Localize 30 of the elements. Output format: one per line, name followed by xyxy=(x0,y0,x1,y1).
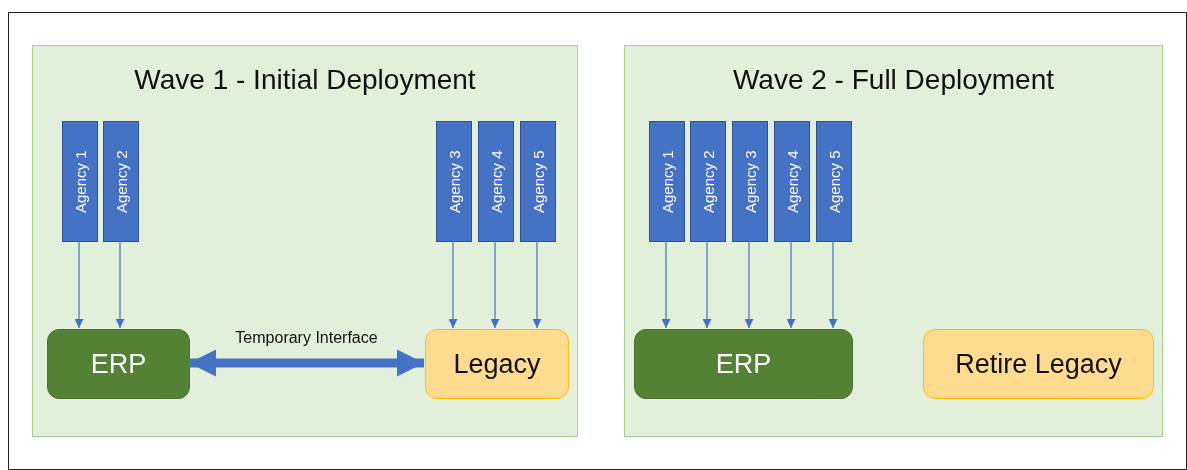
agency-box: Agency 3 xyxy=(436,121,472,242)
arrow xyxy=(490,240,500,329)
arrow xyxy=(744,240,754,329)
agency-box: Agency 2 xyxy=(103,121,139,242)
arrow xyxy=(189,349,424,377)
agency-box: Agency 1 xyxy=(649,121,685,242)
wave-panel xyxy=(624,45,1163,437)
arrow xyxy=(828,240,838,329)
agency-box: Agency 4 xyxy=(774,121,810,242)
system-box: Retire Legacy xyxy=(923,329,1154,399)
agency-box: Agency 1 xyxy=(62,121,98,242)
agency-box: Agency 4 xyxy=(478,121,514,242)
agency-box: Agency 3 xyxy=(732,121,768,242)
system-box: ERP xyxy=(47,329,190,399)
arrow xyxy=(448,240,458,329)
panel-title: Wave 2 - Full Deployment xyxy=(731,64,1056,96)
arrow xyxy=(661,240,671,329)
system-box: ERP xyxy=(634,329,853,399)
edge-label: Temporary Interface xyxy=(233,329,380,347)
agency-box: Agency 5 xyxy=(816,121,852,242)
arrow xyxy=(786,240,796,329)
arrow xyxy=(532,240,542,329)
wave-panel xyxy=(32,45,578,437)
arrow xyxy=(115,240,125,329)
system-box: Legacy xyxy=(425,329,569,399)
agency-box: Agency 5 xyxy=(520,121,556,242)
panel-title: Wave 1 - Initial Deployment xyxy=(133,64,477,96)
arrow xyxy=(702,240,712,329)
arrow xyxy=(74,240,84,329)
agency-box: Agency 2 xyxy=(690,121,726,242)
